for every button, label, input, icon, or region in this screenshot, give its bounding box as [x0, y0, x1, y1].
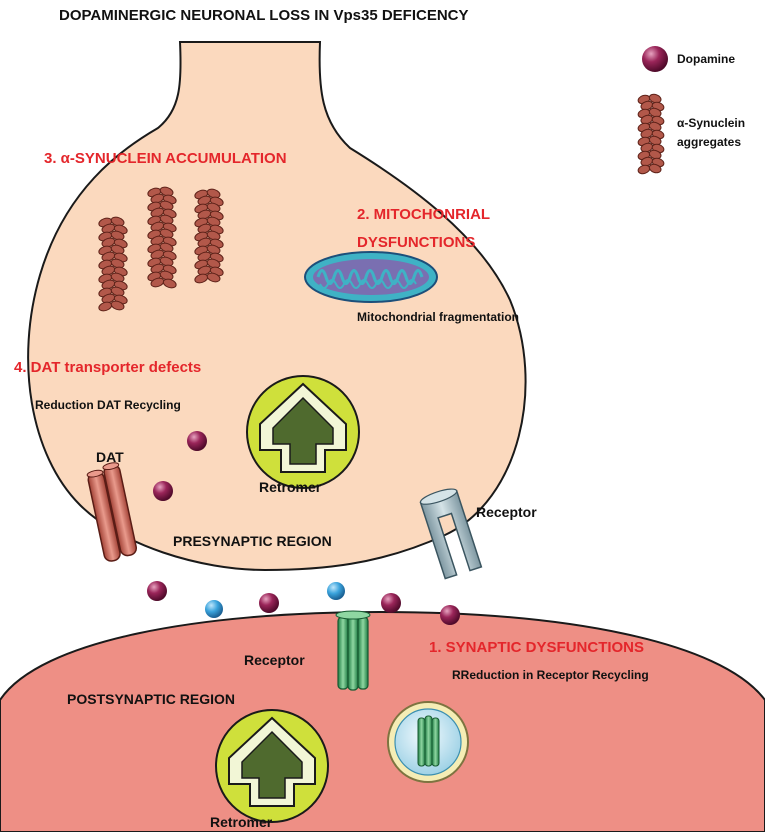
- dopamine-molecule: [153, 481, 173, 501]
- postsynaptic-region: [0, 610, 765, 832]
- synuclein-legend-icon: [637, 93, 665, 175]
- dopamine-legend-icon: [642, 46, 668, 72]
- step-2-heading: 2. MITOCHONRIAL: [357, 206, 490, 223]
- step-1-detail: RReduction in Receptor Recycling: [452, 668, 649, 682]
- figure-title: DOPAMINERGIC NEURONAL LOSS IN Vps35 DEFI…: [59, 7, 469, 24]
- dopamine-molecule: [440, 605, 460, 625]
- presynaptic-terminal: [27, 41, 527, 572]
- retromer-pre-label: Retromer: [259, 479, 322, 495]
- step-3-heading: 3. α-SYNUCLEIN ACCUMULATION: [44, 150, 287, 167]
- dopamine-molecule: [259, 593, 279, 613]
- step-2-detail: Mitochondrial fragmentation: [357, 310, 519, 324]
- postsynaptic-label: POSTSYNAPTIC REGION: [67, 691, 235, 707]
- receptor-pre-label: Receptor: [476, 504, 537, 520]
- synuclein-aggregate: [194, 188, 224, 284]
- legend-synuclein-label-2: aggregates: [677, 135, 741, 149]
- step-4-detail: Reduction DAT Recycling: [35, 398, 181, 412]
- legend-synuclein-label: α-Synuclein: [677, 116, 745, 130]
- synuclein-aggregate: [98, 216, 128, 312]
- synuclein-aggregate: [147, 186, 177, 289]
- dat-label: DAT: [96, 449, 124, 465]
- receptor-post-label: Receptor: [244, 652, 305, 668]
- mitochondrion: [304, 251, 438, 303]
- dopamine-molecule: [187, 431, 207, 451]
- legend-dopamine-label: Dopamine: [677, 52, 735, 66]
- presynaptic-label: PRESYNAPTIC REGION: [173, 533, 332, 549]
- dopamine-molecule: [381, 593, 401, 613]
- step-1-heading: 1. SYNAPTIC DYSFUNCTIONS: [429, 639, 644, 656]
- step-4-heading: 4. DAT transporter defects: [14, 359, 201, 376]
- dat-transporter: [86, 462, 138, 562]
- retromer-presynaptic: [246, 375, 360, 489]
- retromer-postsynaptic: [215, 709, 329, 823]
- receptor-postsynaptic: [335, 610, 371, 691]
- blue-vesicle: [327, 582, 345, 600]
- step-2-heading-2: DYSFUNCTIONS: [357, 234, 475, 251]
- dopamine-molecule: [147, 581, 167, 601]
- receptor-presynaptic: [419, 488, 483, 580]
- retromer-post-label: Retromer: [210, 814, 273, 830]
- receptor-vesicle: [387, 701, 469, 783]
- blue-vesicle: [205, 600, 223, 618]
